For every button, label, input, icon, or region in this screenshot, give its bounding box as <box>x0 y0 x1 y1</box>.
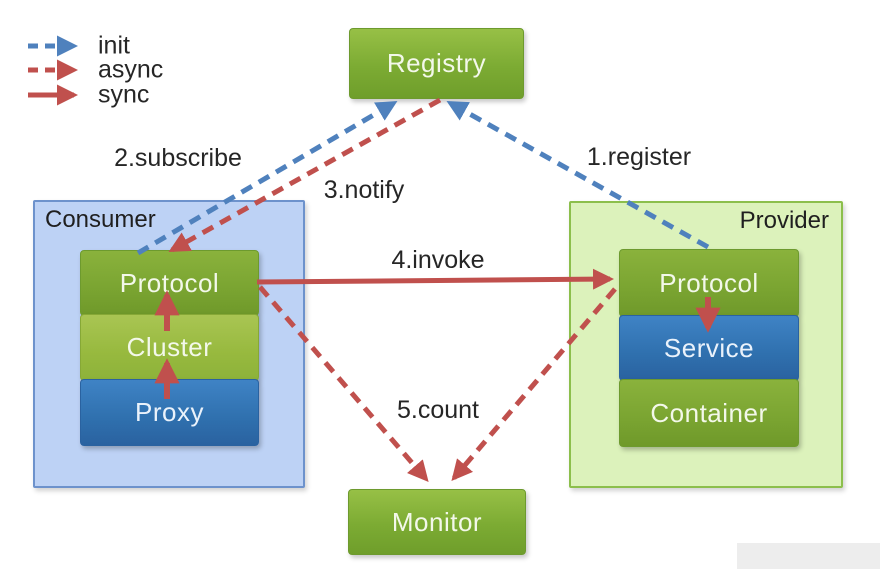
registry-box: Registry <box>349 28 524 99</box>
watermark-block <box>737 543 880 569</box>
monitor-box: Monitor <box>348 489 526 555</box>
provider-group: Provider Protocol Service Container <box>569 201 843 488</box>
consumer-group: Consumer Protocol Cluster Proxy <box>33 200 305 488</box>
consumer-cluster-box: Cluster <box>80 314 259 381</box>
provider-container-box: Container <box>619 379 799 447</box>
notify-label: 3.notify <box>323 176 405 204</box>
legend-sync-label: sync <box>98 80 150 109</box>
consumer-proxy-box: Proxy <box>80 379 259 446</box>
provider-protocol-box: Protocol <box>619 249 799 317</box>
provider-service-box: Service <box>619 315 799 381</box>
consumer-title: Consumer <box>45 206 156 233</box>
consumer-protocol-box: Protocol <box>80 250 259 316</box>
provider-title: Provider <box>739 207 829 234</box>
legend-async-label: async <box>98 55 164 84</box>
register-label: 1.register <box>586 143 692 171</box>
count-label: 5.count <box>396 396 480 424</box>
subscribe-label: 2.subscribe <box>114 144 242 172</box>
invoke-label: 4.invoke <box>391 246 485 274</box>
legend-init-label: init <box>98 31 130 60</box>
invoke-arrow <box>256 268 614 290</box>
